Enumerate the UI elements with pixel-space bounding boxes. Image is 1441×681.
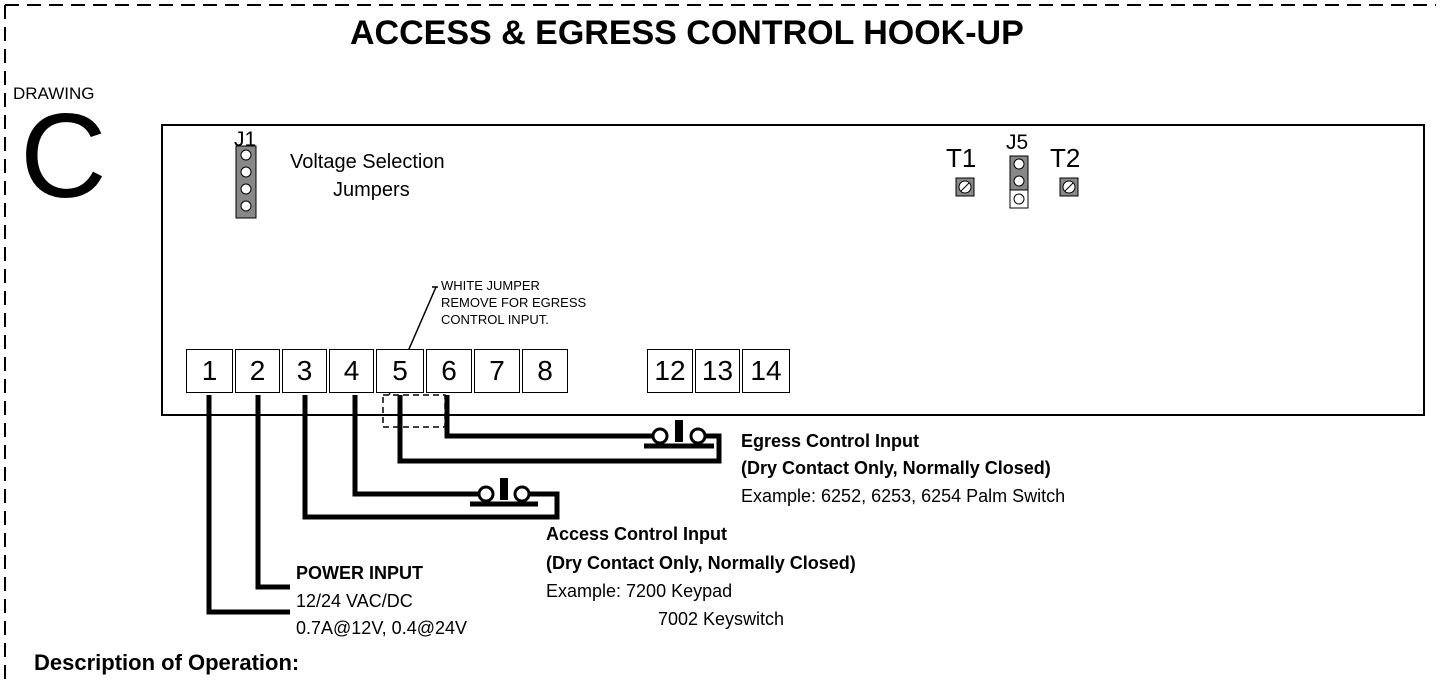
access-example-2: 7002 Keyswitch — [658, 609, 785, 629]
white-jumper-note-line2: REMOVE FOR EGRESS — [441, 295, 587, 310]
power-voltage: 12/24 VAC/DC — [296, 591, 413, 611]
access-switch-symbol — [470, 478, 538, 507]
wire-terminal-3 — [302, 395, 560, 520]
wire-terminal-5 — [397, 395, 722, 464]
egress-switch-symbol — [644, 420, 714, 449]
terminal-14: 14 — [742, 349, 790, 393]
access-title: Access Control Input — [546, 524, 728, 544]
drawing-label: DRAWING — [13, 84, 95, 103]
power-current: 0.7A@12V, 0.4@24V — [296, 618, 467, 638]
wire-terminal-4 — [352, 395, 478, 497]
egress-subtitle: (Dry Contact Only, Normally Closed) — [741, 458, 1051, 478]
voltage-selection-label: Voltage Selection — [290, 151, 445, 173]
description-heading: Description of Operation: — [34, 650, 300, 675]
j1-label: J1 — [234, 128, 257, 151]
wire-terminal-6 — [444, 395, 652, 439]
white-jumper-note-line3: CONTROL INPUT. — [441, 312, 549, 327]
terminal-7: 7 — [474, 349, 520, 393]
terminal-13: 13 — [695, 349, 740, 393]
terminal-6: 6 — [426, 349, 472, 393]
access-subtitle: (Dry Contact Only, Normally Closed) — [546, 553, 856, 573]
terminal-12: 12 — [647, 349, 693, 393]
drawing-letter: C — [20, 89, 107, 223]
terminal-1: 1 — [186, 349, 233, 393]
terminal-2: 2 — [235, 349, 280, 393]
j5-label: J5 — [1006, 131, 1029, 154]
wire-terminal-2 — [255, 395, 290, 590]
j1-jumper-block — [235, 145, 257, 219]
egress-title: Egress Control Input — [741, 431, 920, 451]
t2-label: T2 — [1050, 143, 1081, 173]
diagram-title: ACCESS & EGRESS CONTROL HOOK-UP — [350, 14, 1024, 52]
wire-terminal-1 — [206, 395, 290, 615]
controller-board — [161, 124, 1425, 416]
terminal-8: 8 — [522, 349, 568, 393]
egress-example: Example: 6252, 6253, 6254 Palm Switch — [741, 486, 1066, 506]
white-jumper-note-line1: WHITE JUMPER — [441, 278, 540, 293]
white-jumper — [382, 394, 446, 428]
terminal-5: 5 — [376, 349, 424, 393]
power-title: POWER INPUT — [296, 563, 424, 583]
terminal-4: 4 — [329, 349, 374, 393]
t1-label: T1 — [946, 143, 977, 173]
voltage-jumpers-label: Jumpers — [333, 179, 410, 201]
terminal-3: 3 — [282, 349, 327, 393]
access-example-1: Example: 7200 Keypad — [546, 581, 733, 601]
